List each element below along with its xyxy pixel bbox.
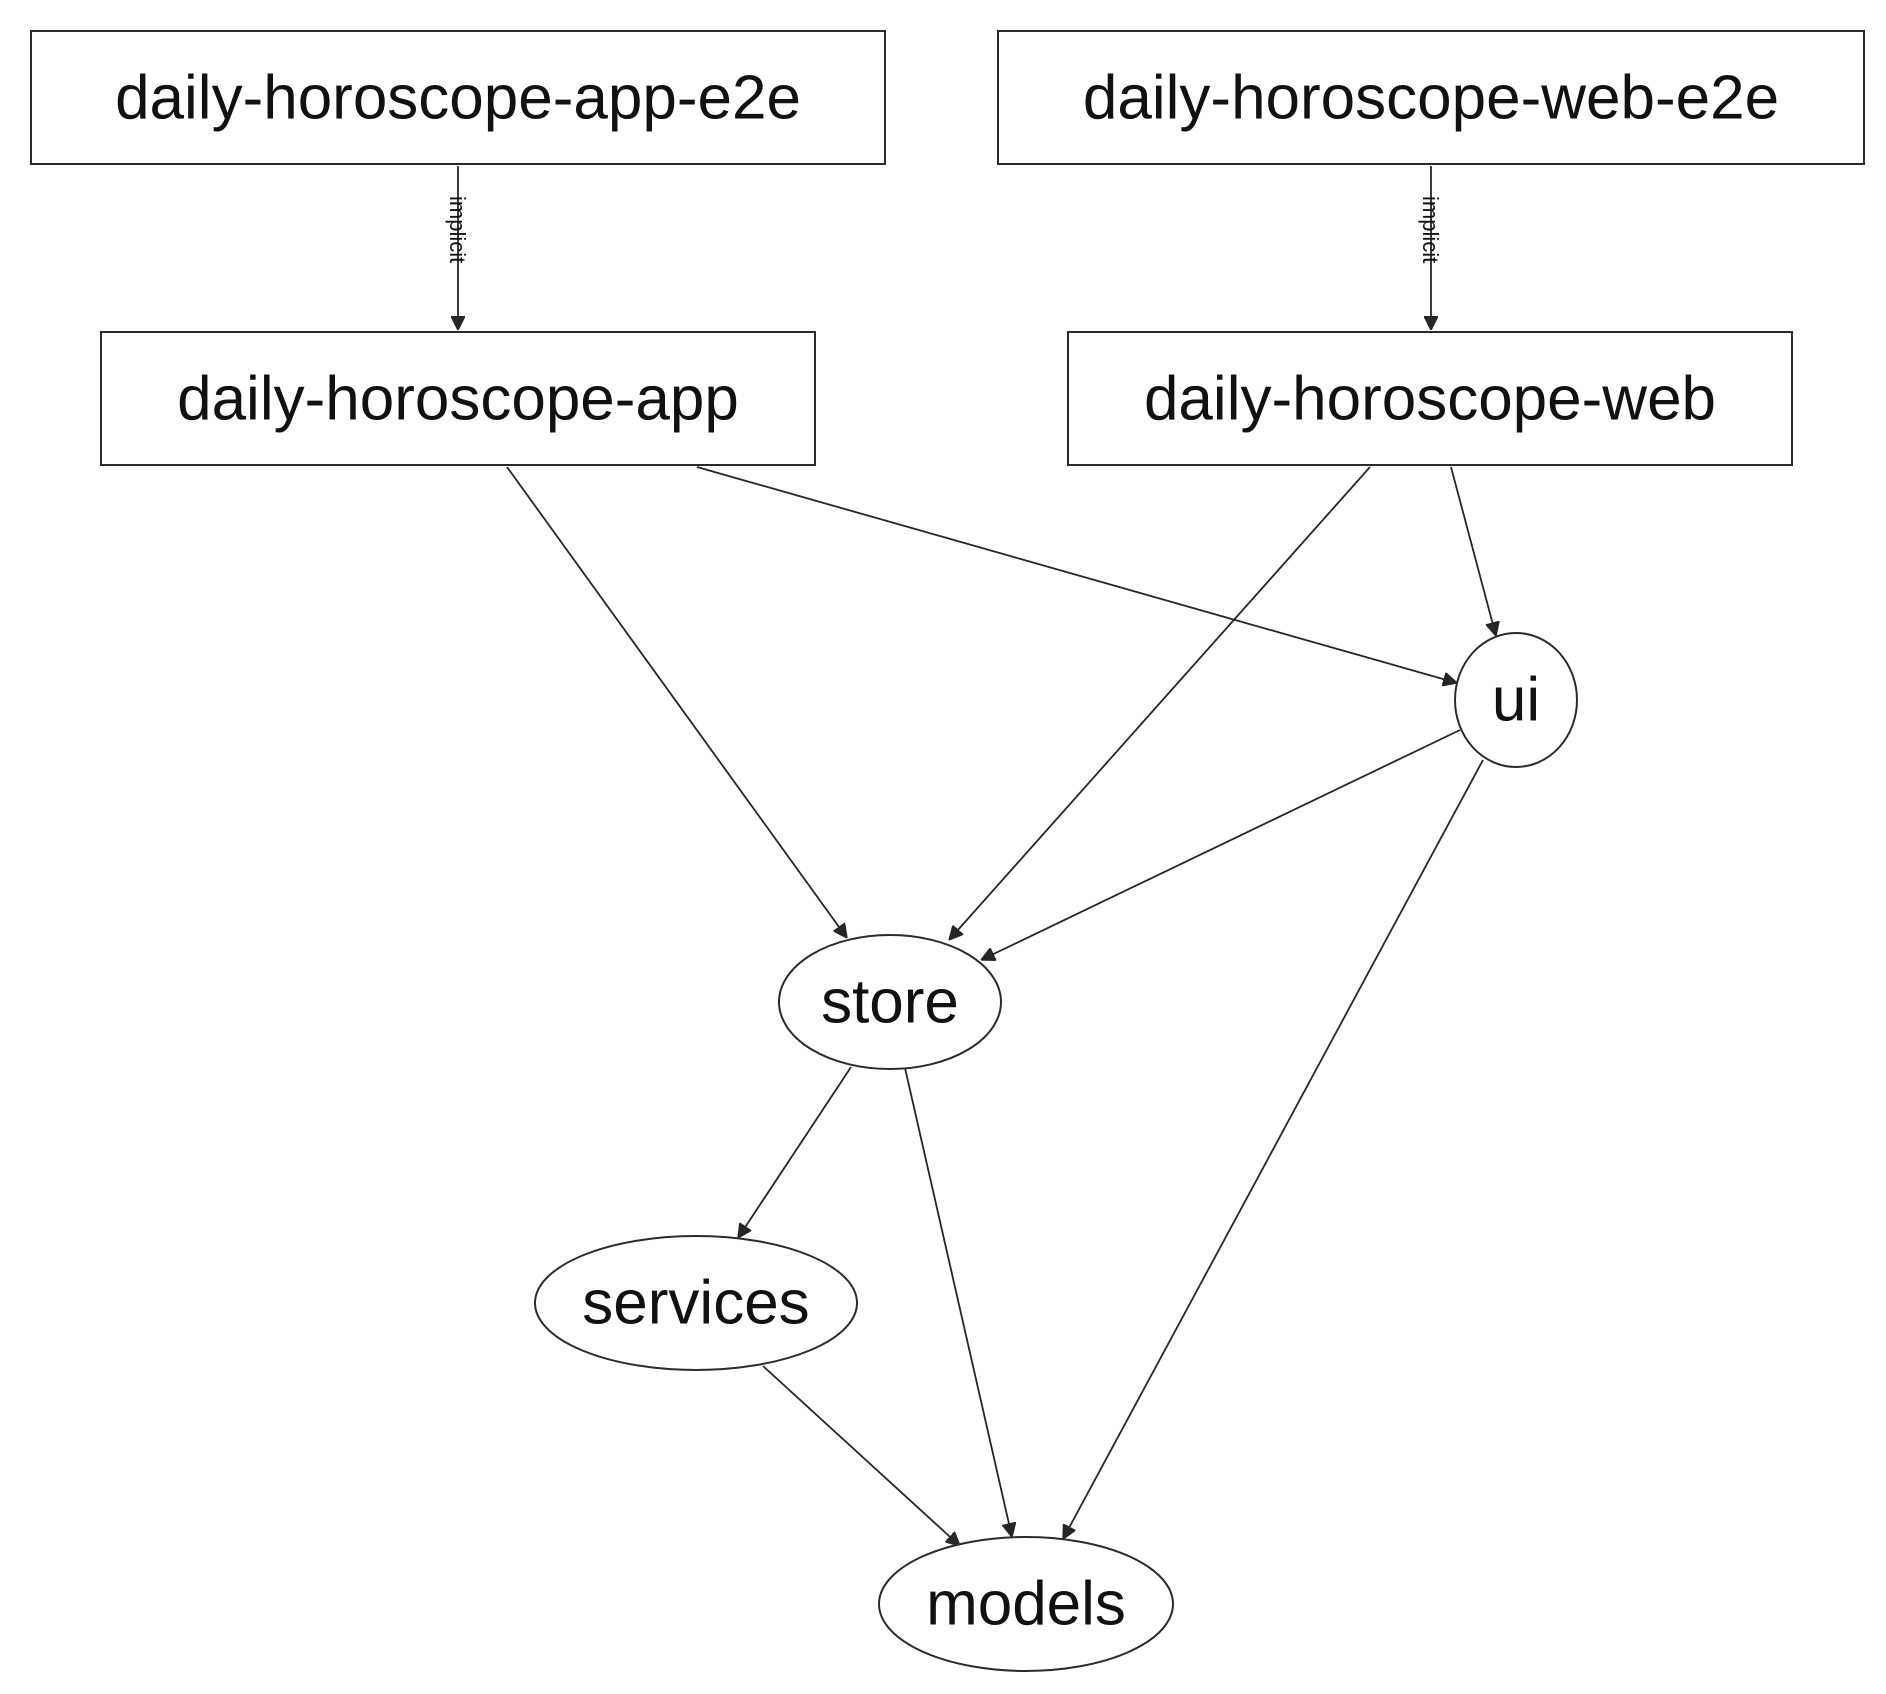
edge-ui-to-models — [1062, 759, 1484, 1539]
edge-app-to-ui — [696, 466, 1457, 683]
node-ellipse — [778, 934, 1002, 1070]
node-label: daily-horoscope-web-e2e — [1083, 64, 1779, 133]
node-daily-horoscope-web: daily-horoscope-web — [1067, 331, 1793, 466]
node-daily-horoscope-app-e2e: daily-horoscope-app-e2e — [30, 30, 886, 165]
node-box — [1067, 331, 1793, 466]
node-ellipse — [878, 1536, 1174, 1672]
node-services: services — [534, 1235, 858, 1371]
edge-label-web-e2e-to-web: implicit — [1418, 196, 1443, 263]
node-label: daily-horoscope-app — [177, 365, 739, 434]
node-label: services — [582, 1269, 809, 1338]
edge-store-to-services — [738, 1066, 852, 1238]
edge-ui-to-store — [981, 729, 1461, 960]
node-label: daily-horoscope-app-e2e — [115, 64, 801, 133]
node-store: store — [778, 934, 1002, 1070]
node-box — [100, 331, 816, 466]
edge-store-to-models — [904, 1067, 1012, 1537]
node-ellipse — [1454, 632, 1578, 768]
node-daily-horoscope-web-e2e: daily-horoscope-web-e2e — [997, 30, 1865, 165]
edge-app-to-store — [506, 466, 847, 938]
edge-label-app-e2e-to-app: implicit — [445, 196, 470, 263]
edge-web-to-ui — [1450, 466, 1496, 636]
node-label: daily-horoscope-web — [1144, 365, 1716, 434]
node-box — [997, 30, 1865, 165]
node-label: store — [821, 968, 959, 1037]
node-label: ui — [1492, 666, 1540, 735]
node-models: models — [878, 1536, 1174, 1672]
edge-web-to-store — [949, 466, 1371, 940]
node-daily-horoscope-app: daily-horoscope-app — [100, 331, 816, 466]
edges: implicit implicit — [445, 166, 1496, 1546]
node-ui: ui — [1454, 632, 1578, 768]
node-ellipse — [534, 1235, 858, 1371]
node-box — [30, 30, 886, 165]
node-label: models — [926, 1570, 1126, 1639]
edge-services-to-models — [762, 1365, 960, 1546]
